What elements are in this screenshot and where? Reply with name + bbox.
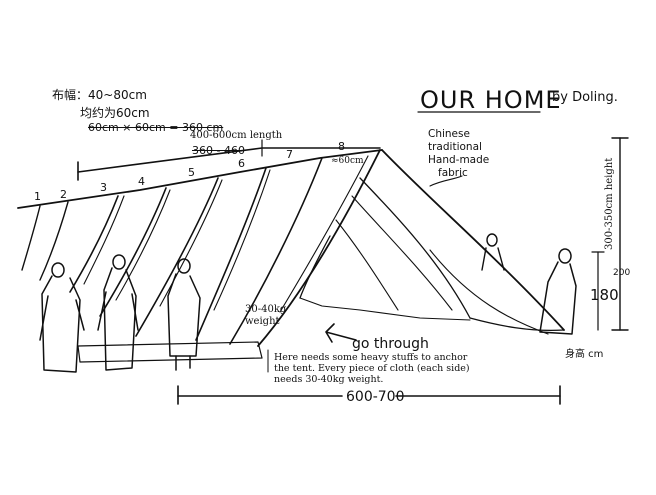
tent-inner-fold-3 [335,219,399,311]
weight-label-line: 30-40kg [245,304,287,315]
tent-width-label: 600-700 [346,389,405,405]
anchor-note-line: needs 30-40kg weight. [274,374,384,385]
fabric-note-line: Chinese [428,128,470,140]
strip-number: 3 [100,181,107,194]
cloth-strip-8b [279,155,369,313]
tent-height-label: 300-350cm height [604,157,615,250]
strip-number: 5 [188,166,195,179]
anchor-note-line: the tent. Every piece of cloth (each sid… [274,363,470,374]
figure-3 [167,258,201,371]
strip-number: 6 [238,157,245,170]
tent-ridge [17,149,383,209]
figure-2 [97,254,139,371]
fabric-width-note: 布幅：40~80cm [52,88,147,102]
tent-right-drape [429,249,549,335]
cloth-strip-5b [159,179,223,307]
fabric-note-line: fabric [438,167,468,179]
cloth-strip-2 [39,201,69,281]
tent-opening [299,235,331,299]
struck-calculation-note: 60cm × 60cm = 360 cm [88,121,224,134]
cloth-strip-6 [195,167,267,341]
strip-number: 2 [60,188,67,201]
weight-label: 30-40kg weight [245,304,286,328]
struck-length-note: 360 - 460 [192,144,245,157]
cloth-strip-1 [21,205,41,271]
fabric-note-line: traditional [428,141,482,153]
cloth-strip-3b [83,195,125,285]
cloth-strip-4b [115,189,171,301]
page-title: OUR HOME [420,86,562,114]
cloth-strip-7 [229,157,323,345]
weight-label-line: weight [245,316,280,327]
tent-inner-fold-2 [351,195,453,311]
tent-inner-fold-1 [359,177,471,319]
go-through-label: go through [352,336,429,352]
cloth-strip-3 [69,195,119,293]
figure-5 [539,248,577,335]
go-through-arrow [325,323,357,343]
cloth-strip-5 [135,177,219,337]
anchor-weight [77,341,263,363]
figure-4 [481,233,505,271]
height-unit-label: 身高 cm [565,349,604,360]
person-height-label: 180 [590,286,619,304]
person-height-alt-label: 200 [613,268,631,278]
fabric-note: Chinese traditional Hand-made fabric [428,128,489,180]
strip-number: 7 [286,148,293,161]
strip-number: 4 [138,175,145,188]
strip-width-label: ≈60cm [331,156,364,166]
anchor-note: Here needs some heavy stuffs to anchor t… [274,352,470,385]
fabric-pointer [429,175,463,187]
ground-line [299,297,471,321]
cloth-strip-6b [213,169,271,311]
author-byline: by Doling. [552,90,618,105]
cloth-strip-8 [257,149,381,347]
tent-bottom-right [469,317,565,332]
cloth-strip-4 [99,187,167,317]
anchor-note-line: Here needs some heavy stuffs to anchor [274,352,468,363]
fabric-average-note: 均约为60cm [80,106,150,120]
figure-1 [39,262,85,373]
strip-number: 1 [34,190,41,203]
strip-number: 8 [338,140,345,153]
length-label: 400-600cm length [190,130,283,141]
tent-right-edge [381,149,565,331]
fabric-note-line: Hand-made [428,154,490,166]
